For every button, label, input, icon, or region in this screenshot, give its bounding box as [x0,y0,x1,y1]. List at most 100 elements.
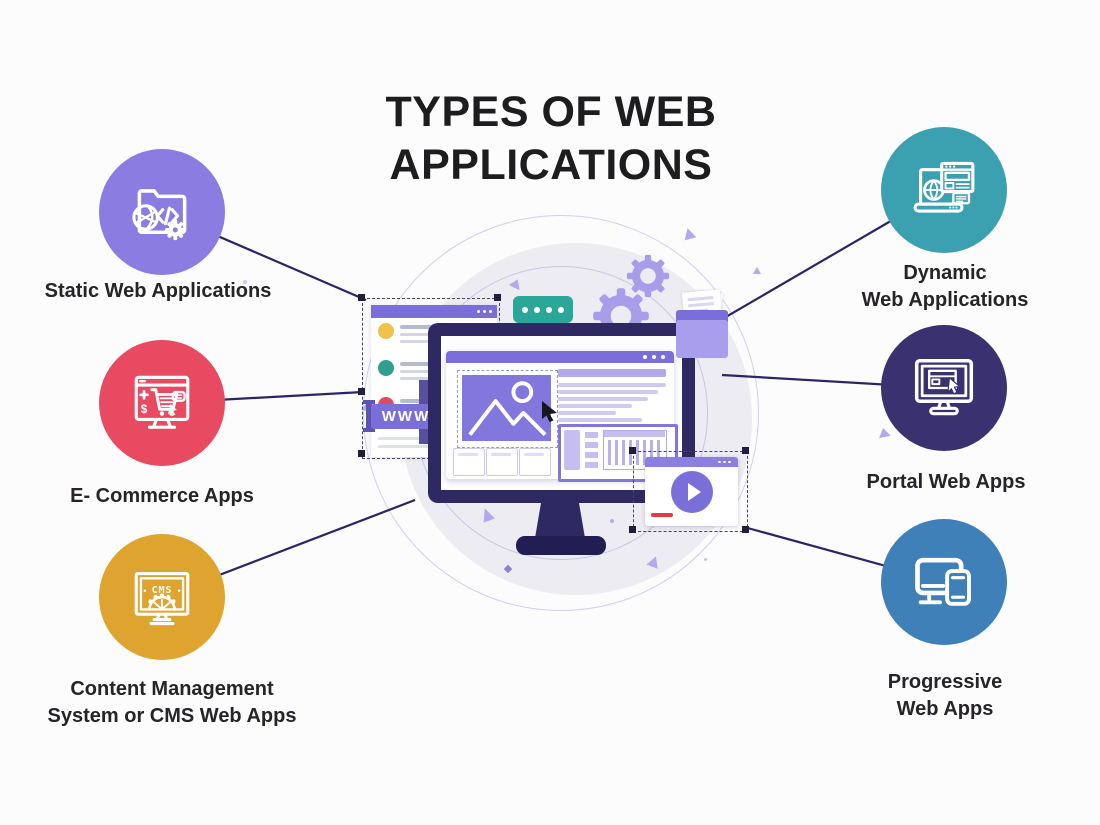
text-line [558,383,666,387]
label-line: Static Web Applications [44,280,272,302]
node-progressive-web-apps [881,519,1007,645]
label-line: System or CMS Web Apps [47,705,297,727]
node-e-commerce-apps: $ [99,340,225,466]
text-line [558,418,642,422]
triangle-decoration [681,226,697,241]
text-line [378,445,458,448]
play-triangle [688,483,701,501]
window-dot [728,460,731,463]
window-dot [718,460,721,463]
chat-dot [546,307,552,313]
folder-front [676,320,728,358]
panel-sidebar-block [564,430,580,470]
www-cursor-ibeam [366,402,372,431]
dot-decoration [610,519,614,523]
window-dot [643,355,647,359]
cms-web-apps-label: Content Management System or CMS Web App… [12,676,332,730]
ecommerce-cart-monitor-icon: $ [134,375,190,429]
panel-row-block [585,432,598,438]
selection-handle [358,450,365,457]
e-commerce-apps-label: E- Commerce Apps [2,483,322,510]
page-title-line1: TYPES OF WEB [385,88,717,136]
chat-dot [558,307,564,313]
thumbnail-box [519,448,551,476]
portal-web-apps-label: Portal Web Apps [786,469,1100,496]
selection-handle [358,294,365,301]
static-web-applications-label: Static Web Applications [0,278,318,305]
dollar-glyph: $ [141,403,148,416]
page-title-line2: APPLICATIONS [389,141,713,189]
text-line [491,453,511,456]
text-line [558,397,648,401]
text-line [687,301,715,307]
window-titlebar [371,305,497,318]
table-header [604,431,665,437]
video-player-window [645,457,738,526]
window-dot [723,460,726,463]
panel-row-block [585,462,598,468]
folder-globe-code-gear-icon [132,189,187,241]
window-dot [489,310,492,313]
node-cms-web-apps: CMS [99,534,225,660]
folder-documents-icon [676,289,728,358]
thumbnail-box [453,448,485,476]
thumbnail-box [486,448,518,476]
selection-handle [494,294,501,301]
selection-marquee [633,451,748,532]
node-static-web-applications [99,149,225,275]
label-line: Portal Web Apps [866,471,1026,493]
selection-handle [358,388,365,395]
label-line: E- Commerce Apps [70,485,254,507]
image-selection-dashes [457,370,558,448]
text-line [558,411,616,415]
image-placeholder-icon [462,375,551,441]
node-portal-web-apps [881,325,1007,451]
text-line [458,453,478,456]
monitor-window-cursor-icon [914,358,974,416]
text-line [558,390,658,394]
page-title: TYPES OF WEB APPLICATIONS [301,86,801,192]
window-dot [483,310,486,313]
text-line [524,453,544,456]
window-titlebar [446,351,674,363]
selection-handle [629,447,636,454]
browser-window [446,351,678,482]
video-progress-bar [651,513,673,517]
list-bullet-teal [378,360,394,376]
text-heading-line [558,369,666,377]
label-line: Dynamic [903,262,987,284]
laptop-globe-browser-icon [913,161,975,213]
label-line: Content Management [70,678,274,700]
decorative-outline-circle [363,215,759,611]
selection-handle [742,447,749,454]
monitor-stand-neck [535,503,585,538]
triangle-decoration [753,267,761,274]
chat-dots-icon [513,296,573,330]
label-line: Progressive [887,671,1003,693]
progressive-web-apps-label: Progressive Web Apps [785,669,1100,723]
triangle-decoration [877,426,891,439]
label-line: Web Applications [861,289,1029,311]
play-button-icon [671,471,713,513]
www-cursor-ibeam [363,428,375,432]
www-cursor-ibeam [363,400,375,404]
monitor-stand-base [516,536,606,555]
gear-icon [626,254,670,298]
list-bullet-yellow [378,323,394,339]
chat-dot [534,307,540,313]
text-line [558,404,632,408]
selection-handle [629,526,636,533]
label-line: Web Apps [896,698,994,720]
window-titlebar [645,457,738,467]
dot-decoration [704,558,707,561]
cms-monitor-gear-icon: CMS [134,572,190,626]
window-dot [477,310,480,313]
window-dot [652,355,656,359]
node-dynamic-web-applications [881,127,1007,253]
mountain-sun-icon [468,381,547,437]
dynamic-web-applications-label: Dynamic Web Applications [785,260,1100,314]
text-line [687,295,714,301]
window-dot [661,355,665,359]
desktop-and-mobile-icon [915,557,971,606]
